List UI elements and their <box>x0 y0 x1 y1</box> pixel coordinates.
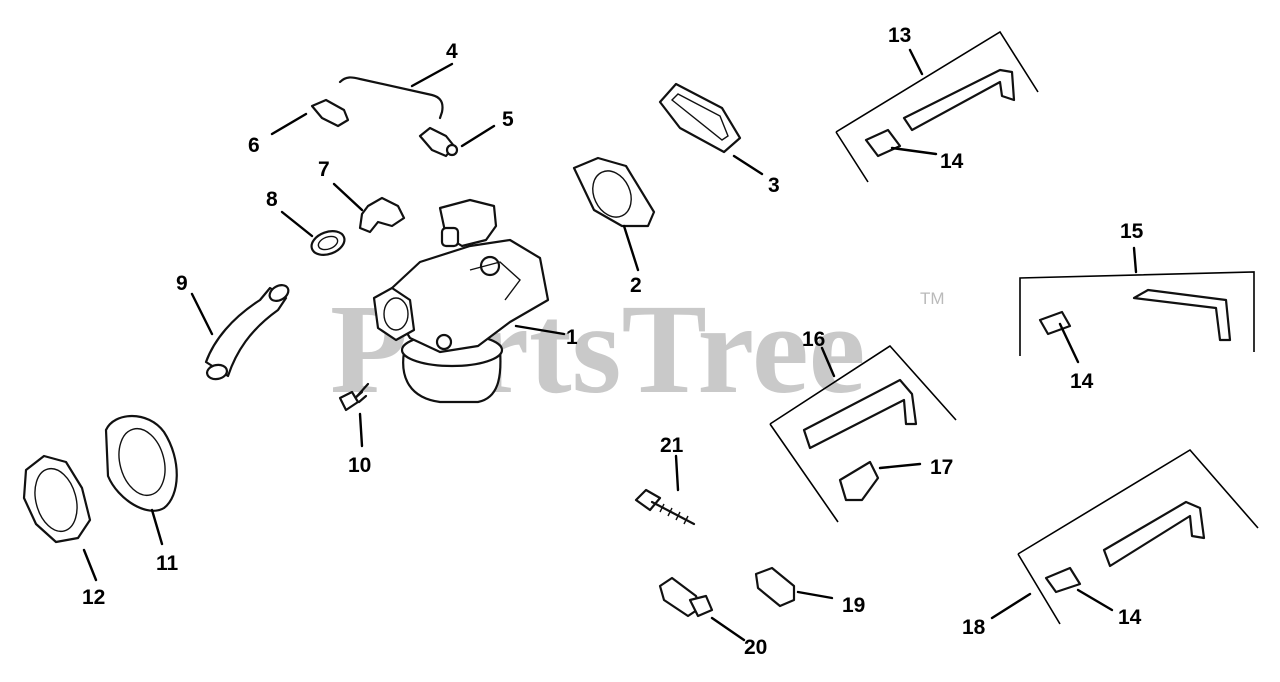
callout-16: 16 <box>802 328 825 351</box>
callout-10: 10 <box>348 454 371 477</box>
panel-18 <box>1017 448 1259 625</box>
callout-19: 19 <box>842 594 865 617</box>
callout-8: 8 <box>266 188 278 211</box>
callout-14-d: 14 <box>1118 606 1142 629</box>
part-6-clip[interactable] <box>310 98 350 128</box>
part-16-bracket[interactable] <box>802 378 918 450</box>
callout-4: 4 <box>446 40 458 63</box>
callout-20: 20 <box>744 636 767 659</box>
callout-14-b: 14 <box>1070 370 1094 393</box>
part-9-hose-end-bottom <box>205 363 229 381</box>
part-19-fitting[interactable] <box>754 566 796 608</box>
callout-17: 17 <box>930 456 953 479</box>
part-10-screw[interactable] <box>338 382 370 412</box>
part-7-elbow[interactable] <box>358 196 406 234</box>
callout-6: 6 <box>248 134 260 157</box>
panel-16 <box>769 344 957 523</box>
callout-9: 9 <box>176 272 188 295</box>
part-18-bracket[interactable] <box>1102 500 1206 568</box>
callout-15: 15 <box>1120 220 1144 243</box>
callout-5: 5 <box>502 108 514 131</box>
part-5-clip-hole <box>445 143 459 157</box>
part-11-gasket[interactable] <box>104 415 178 512</box>
callout-13: 13 <box>888 24 911 47</box>
part-20-fitting[interactable] <box>658 576 714 618</box>
part-3-gasket[interactable] <box>658 82 742 154</box>
callout-1: 1 <box>566 326 578 349</box>
part-1-carburetor[interactable] <box>372 198 550 404</box>
leader-lines <box>82 48 1138 642</box>
part-14-clip-d[interactable] <box>1044 566 1082 594</box>
part-9-hose-end-top <box>268 284 290 302</box>
part-15-bracket[interactable] <box>1132 288 1232 342</box>
callout-labels: 1 2 3 4 5 6 7 8 9 10 11 12 13 14 14 15 1… <box>82 24 1144 659</box>
callout-3: 3 <box>768 174 780 197</box>
callout-14-a: 14 <box>940 150 964 173</box>
part-9-hose[interactable] <box>204 286 288 378</box>
callout-7: 7 <box>318 158 330 181</box>
part-17-clip[interactable] <box>838 460 880 502</box>
callout-21: 21 <box>660 434 684 457</box>
callout-18: 18 <box>962 616 986 639</box>
part-2-gasket[interactable] <box>572 156 656 228</box>
panel-15 <box>1019 271 1255 356</box>
part-13-bracket[interactable] <box>902 68 1016 132</box>
part-14-clip-b[interactable] <box>1038 310 1072 336</box>
part-8-clamp[interactable] <box>308 227 347 259</box>
part-12-gasket[interactable] <box>22 454 92 544</box>
panel-13 <box>835 30 1039 183</box>
part-4-rod[interactable] <box>338 76 444 120</box>
part-14-clip-a[interactable] <box>864 128 902 158</box>
part-8-clamp-inner <box>317 235 339 251</box>
watermark-trademark: TM <box>920 289 945 308</box>
callout-2: 2 <box>630 274 642 297</box>
callout-12: 12 <box>82 586 105 609</box>
part-21-bolt[interactable] <box>634 488 696 526</box>
callout-11: 11 <box>156 552 179 575</box>
